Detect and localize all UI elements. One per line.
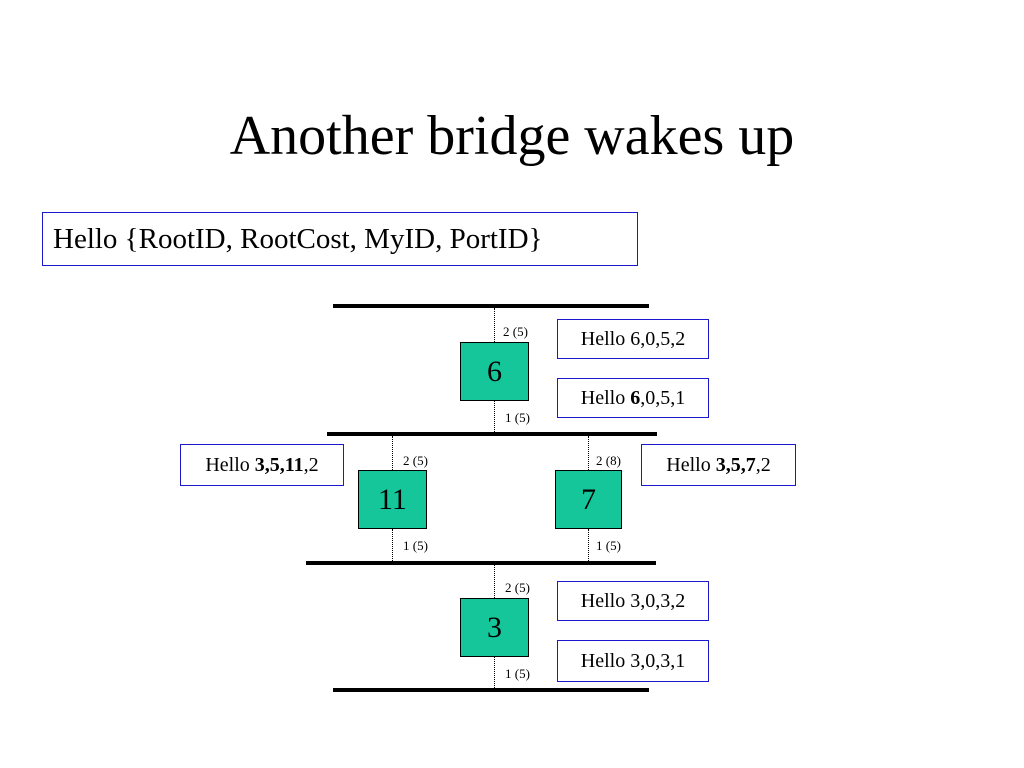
port-label-bridge-11-port-1: 1 (5): [403, 538, 428, 553]
wire-bridge-7-port-2: [588, 436, 589, 470]
hello-message-highlight: 3,5,11: [254, 454, 304, 476]
hello-message-highlight: 3,5,7: [715, 454, 756, 476]
hello-message-bridge-6-port-1: Hello 6,0,5,1: [557, 378, 709, 418]
bridge-11: 11: [358, 470, 427, 529]
hello-message-suffix: ,0,5,1: [640, 387, 686, 409]
wire-bridge-7-port-1: [588, 529, 589, 561]
wire-bridge-3-port-2: [494, 565, 495, 598]
hello-message-prefix: Hello: [666, 454, 716, 476]
bridge-6: 6: [460, 342, 529, 401]
hello-format-legend: Hello {RootID, RootCost, MyID, PortID}: [42, 212, 638, 266]
hello-message-suffix: ,2: [303, 454, 319, 476]
port-label-bridge-6-port-2: 2 (5): [503, 324, 528, 339]
hello-message-prefix: Hello: [205, 454, 255, 476]
port-label-bridge-7-port-2: 2 (8): [596, 453, 621, 468]
hello-message-bridge-7: Hello 3,5,7,2: [641, 444, 796, 486]
hello-message-bridge-3-port-1: Hello 3,0,3,1: [557, 640, 709, 682]
hello-message-bridge-6-port-2: Hello 6,0,5,2: [557, 319, 709, 359]
wire-bridge-11-port-2: [392, 436, 393, 470]
hello-message-prefix: Hello: [580, 387, 631, 409]
port-label-bridge-3-port-1: 1 (5): [505, 666, 530, 681]
bridge-7: 7: [555, 470, 622, 529]
lan-segment-upper-middle: [327, 432, 657, 436]
hello-message-bridge-3-port-2: Hello 3,0,3,2: [557, 581, 709, 621]
wire-bridge-6-port-2: [494, 308, 495, 342]
port-label-bridge-11-port-2: 2 (5): [403, 453, 428, 468]
hello-message-highlight: 6: [630, 387, 641, 409]
lan-segment-bottom: [333, 688, 649, 692]
hello-message-suffix: ,2: [755, 454, 771, 476]
lan-segment-top: [333, 304, 649, 308]
slide-title: Another bridge wakes up: [229, 105, 795, 167]
port-label-bridge-3-port-2: 2 (5): [505, 580, 530, 595]
port-label-bridge-6-port-1: 1 (5): [505, 410, 530, 425]
wire-bridge-6-port-1: [494, 401, 495, 432]
lan-segment-lower-middle: [306, 561, 656, 565]
wire-bridge-3-port-1: [494, 657, 495, 688]
bridge-3: 3: [460, 598, 529, 657]
wire-bridge-11-port-1: [392, 529, 393, 561]
hello-message-bridge-11: Hello 3,5,11,2: [180, 444, 344, 486]
port-label-bridge-7-port-1: 1 (5): [596, 538, 621, 553]
